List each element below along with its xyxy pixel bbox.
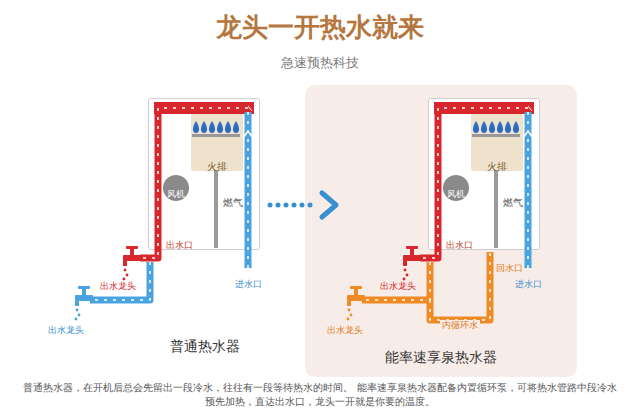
fan-circle: 风机 — [443, 175, 469, 201]
faucet-icon — [403, 246, 421, 280]
cold-water-line — [90, 262, 150, 300]
faucet-label: 出水龙头 — [327, 325, 363, 336]
burner-flame — [217, 121, 223, 133]
transition-dot — [268, 203, 273, 208]
flow-arrow — [523, 131, 533, 138]
return-label: 回水口 — [496, 263, 523, 274]
faucet-icon — [75, 286, 93, 320]
node-text: 出水口 — [446, 240, 473, 251]
inlet-label: 进水口 — [235, 279, 262, 290]
burner-bar — [472, 134, 520, 137]
burner-flame — [201, 121, 207, 133]
node-text: 风机 — [447, 189, 465, 200]
node-text: 风机 — [167, 189, 185, 200]
hot-water-pipe — [140, 108, 248, 258]
flow-marks — [527, 112, 529, 268]
product-name: 普通热水器 — [170, 338, 240, 355]
faucet-icon — [123, 246, 141, 280]
burner-box: 火排 — [191, 109, 243, 171]
faucet-label: 出水龙头 — [100, 281, 136, 292]
burner-box: 火排 — [471, 109, 523, 171]
gas-pipe — [214, 170, 218, 248]
fan-circle: 风机 — [163, 175, 189, 201]
transition-dot — [308, 203, 313, 208]
node-text: 火排 — [207, 161, 227, 173]
node-text: 火排 — [487, 161, 507, 173]
flow-arrow — [243, 131, 253, 138]
caption: 普通热水器，在开机后总会先留出一段冷水，往往有一段等待热水的时间。 能率速享泉热… — [20, 381, 620, 408]
node-text: 出水口 — [166, 240, 193, 251]
transition-dot — [300, 203, 305, 208]
hot-water-pipe — [420, 108, 528, 258]
faucet-label: 出水龙头 — [48, 325, 84, 336]
title: 龙头一开热水就来 — [216, 12, 424, 43]
faucet-icon — [347, 286, 365, 320]
flow-marks — [420, 108, 528, 258]
heater-housing: 燃气出水口 火排风机 — [428, 98, 540, 250]
burner-flame — [225, 121, 231, 133]
burner-flame — [473, 121, 479, 133]
gas-pipe — [494, 170, 498, 248]
subtitle: 急速预热科技 — [281, 55, 359, 71]
node-text: 燃气 — [503, 197, 523, 209]
circulation-loop — [430, 252, 490, 320]
node-text: 燃气 — [223, 197, 243, 209]
flow-marks — [362, 262, 430, 300]
transition-dot — [276, 203, 281, 208]
burner-bar — [192, 134, 240, 137]
burner-flame — [481, 121, 487, 133]
flow-marks — [90, 262, 150, 300]
burner-flame — [233, 121, 239, 133]
burner-flame — [193, 121, 199, 133]
flow-marks — [430, 252, 490, 320]
flow-marks — [140, 108, 248, 258]
flow-marks — [247, 112, 249, 268]
burner-flame — [209, 121, 215, 133]
transition-arrow — [322, 193, 336, 217]
circulation-label: 内循环水 — [440, 320, 480, 331]
heater-housing: 燃气出水口 火排风机 — [148, 98, 260, 250]
burner-flame — [497, 121, 503, 133]
transition-dot — [284, 203, 289, 208]
faucet-label: 出水龙头 — [380, 281, 416, 292]
burner-flame — [505, 121, 511, 133]
burner-flame — [513, 121, 519, 133]
burner-flame — [489, 121, 495, 133]
preheated-line — [362, 262, 430, 300]
inlet-label: 进水口 — [515, 279, 542, 290]
transition-dot — [292, 203, 297, 208]
node-text: 能率速享泉热水器 — [385, 349, 497, 366]
